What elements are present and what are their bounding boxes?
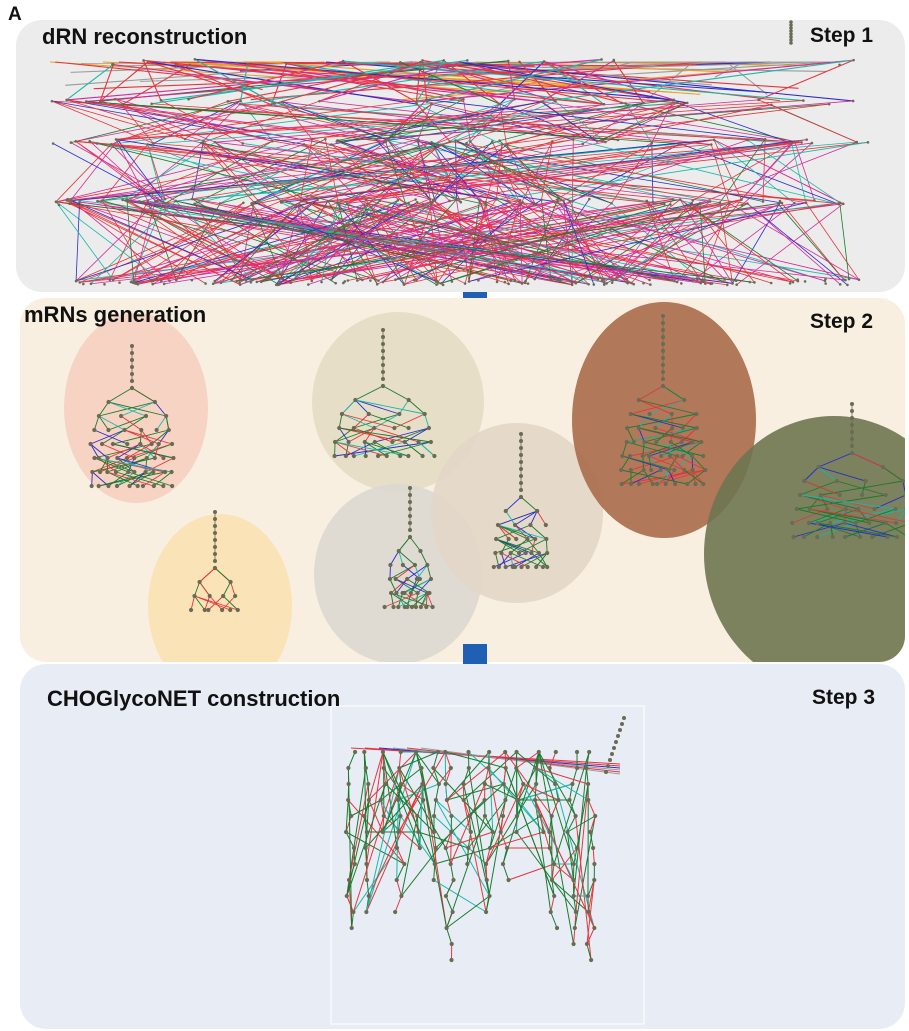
mrns-modules <box>64 302 905 662</box>
drn-network <box>50 20 870 287</box>
step3-label: Step 3 <box>812 686 876 709</box>
panel-letter: A <box>8 4 22 25</box>
step2-title: mRNs generation <box>24 302 207 327</box>
step1-panel: dRN reconstruction Step 1 <box>16 20 905 292</box>
step1-title: dRN reconstruction <box>42 24 248 49</box>
step3-title: CHOGlycoNET construction <box>47 686 341 711</box>
step3-panel: CHOGlycoNET construction Step 3 <box>20 664 905 1029</box>
step2-panel: mRNs generation Step 2 <box>20 298 905 662</box>
step1-label: Step 1 <box>810 24 874 47</box>
step2-label: Step 2 <box>810 310 874 333</box>
choglyconet-network <box>330 705 645 1025</box>
